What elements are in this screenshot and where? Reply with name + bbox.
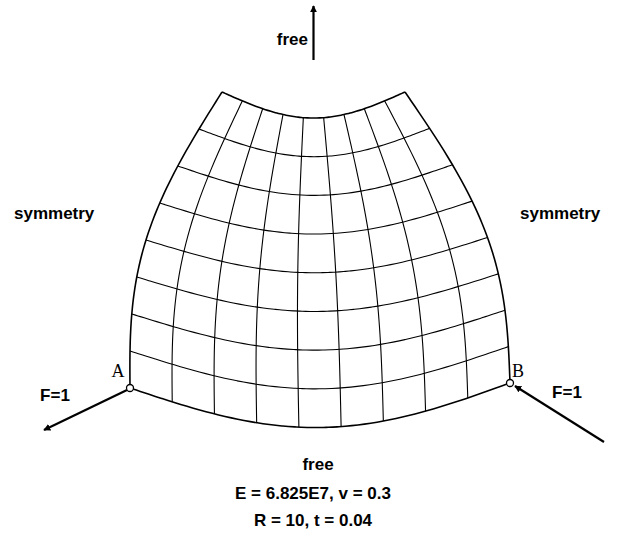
mesh-line: [160, 201, 472, 234]
mesh-line: [130, 383, 510, 428]
point-label: B: [512, 362, 524, 382]
mesh-line: [364, 109, 425, 411]
mesh-line: [132, 310, 505, 350]
boundary-label: free: [277, 31, 308, 50]
material-label: E = 6.825E7, v = 0.3: [235, 485, 391, 504]
mesh-line: [344, 115, 383, 422]
mesh-line: [222, 92, 405, 118]
boundary-label: symmetry: [520, 205, 600, 224]
mesh-line: [199, 128, 430, 156]
force-arrow: [312, 6, 314, 60]
force-label: F=1: [40, 387, 70, 406]
boundary-label: symmetry: [14, 205, 94, 224]
mesh-line: [405, 92, 510, 383]
point-label: A: [112, 362, 125, 382]
force-label: F=1: [552, 384, 582, 403]
load-point: [127, 385, 134, 392]
geometry-label: R = 10, t = 0.04: [254, 512, 372, 531]
mesh-line: [146, 238, 488, 273]
mesh-line: [137, 274, 499, 312]
mesh-line: [178, 165, 453, 196]
mesh-line: [130, 92, 222, 388]
boundary-label: free: [302, 456, 333, 475]
mesh-line: [130, 347, 508, 389]
mesh-line: [385, 101, 468, 398]
